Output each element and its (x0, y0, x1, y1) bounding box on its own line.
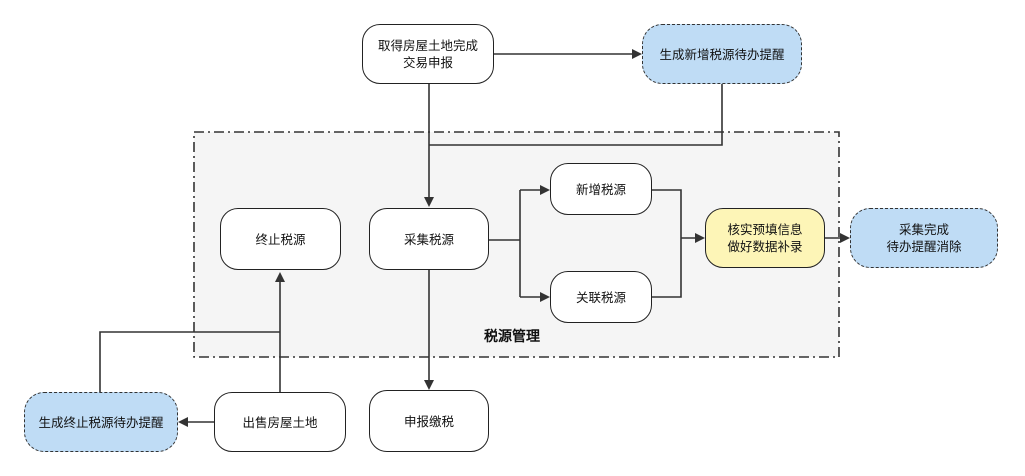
node-new-source-reminder: 生成新增税源待办提醒 (642, 24, 802, 84)
node-collect-done: 采集完成 待办提醒消除 (850, 208, 998, 268)
edge-term-reminder-up (99, 331, 280, 392)
node-complete-trade: 取得房屋土地完成 交易申报 (362, 24, 494, 84)
node-linked-source: 关联税源 (550, 271, 652, 323)
group-label: 税源管理 (484, 329, 540, 345)
node-collect-source: 采集税源 (369, 208, 489, 270)
node-declare-tax: 申报缴税 (369, 390, 489, 452)
node-terminate-reminder: 生成终止税源待办提醒 (24, 392, 178, 452)
edge-new-to-merge (652, 189, 682, 298)
edge-reminder-to-trunk (429, 84, 723, 146)
node-terminate-source: 终止税源 (220, 208, 341, 270)
node-sell-property: 出售房屋土地 (214, 392, 346, 452)
node-new-source: 新增税源 (550, 163, 652, 215)
node-verify-info: 核实预填信息 做好数据补录 (705, 208, 825, 268)
